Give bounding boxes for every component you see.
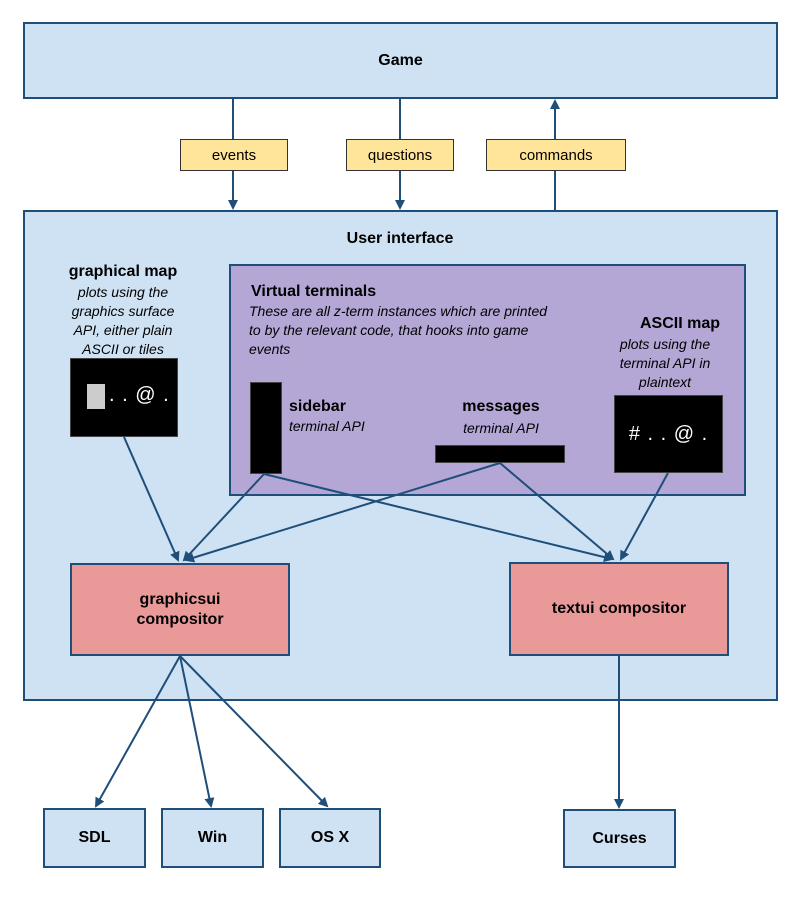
- game-box: Game: [23, 22, 778, 99]
- sdl-label: SDL: [78, 829, 111, 846]
- commands-label: commands: [519, 146, 593, 164]
- questions-label: questions: [367, 146, 433, 164]
- events-label-box: events: [180, 139, 288, 171]
- commands-label-box: commands: [486, 139, 626, 171]
- curses-label: Curses: [592, 829, 647, 847]
- win-box: Win: [161, 808, 264, 868]
- messages-title: messages: [462, 398, 540, 415]
- osx-box: OS X: [279, 808, 381, 868]
- ascii-map-preview: # . . @ .: [614, 395, 723, 473]
- ascii-map-title: ASCII map: [639, 315, 720, 332]
- sidebar-title: sidebar: [289, 398, 346, 415]
- virtual-terminals-description: These are all z-term instances which are…: [249, 303, 548, 357]
- ascii-map-preview-text: # . . @ .: [628, 422, 709, 445]
- osx-label: OS X: [310, 829, 350, 846]
- graphical-map-preview-text: . . @ .: [109, 384, 170, 406]
- textui-compositor-box: textui compositor: [509, 562, 729, 656]
- messages-subtitle: terminal API: [463, 420, 539, 436]
- virtual-terminals-title: Virtual terminals: [251, 283, 377, 300]
- user-interface-title: User interface: [346, 230, 454, 247]
- game-title: Game: [378, 51, 423, 69]
- ascii-map-description: plots using the terminal API in plaintex…: [619, 336, 711, 390]
- sidebar-terminal: [250, 382, 282, 474]
- tile-icon: [87, 384, 105, 409]
- events-label: events: [211, 146, 257, 164]
- graphicsui-line2: compositor: [136, 610, 224, 628]
- messages-terminal: [435, 445, 565, 463]
- questions-label-box: questions: [346, 139, 454, 171]
- win-label: Win: [197, 829, 228, 846]
- graphicsui-compositor-box: graphicsui compositor: [70, 563, 290, 656]
- graphicsui-line1: graphicsui: [139, 590, 221, 608]
- graphical-map-title: graphical map: [68, 263, 178, 280]
- sdl-box: SDL: [43, 808, 146, 868]
- graphical-map-preview: . . @ .: [70, 358, 178, 437]
- sidebar-subtitle: terminal API: [289, 418, 365, 434]
- textui-title: textui compositor: [551, 600, 687, 617]
- graphical-map-description: plots using the graphics surface API, ei…: [71, 284, 175, 357]
- curses-box: Curses: [563, 809, 676, 868]
